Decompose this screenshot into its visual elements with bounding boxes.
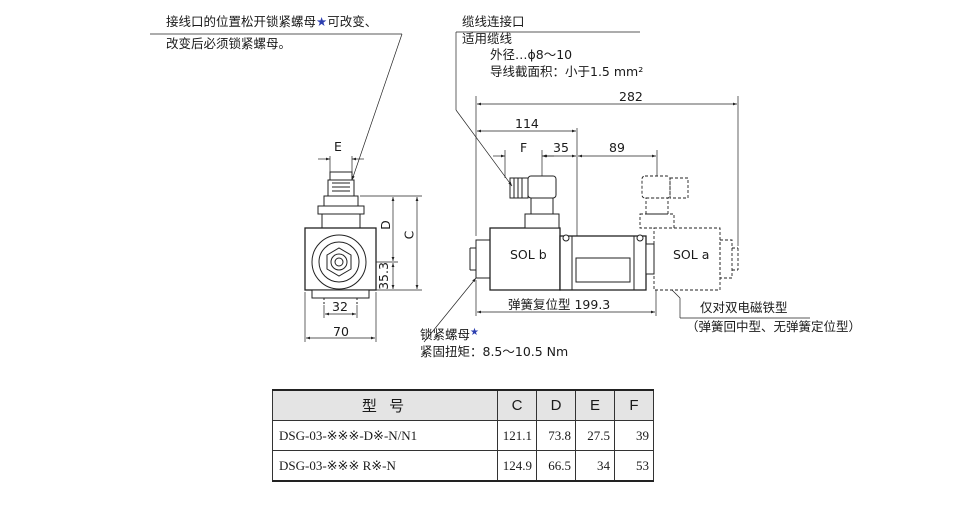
model-dimension-table: 型 号 C D E F DSG-03-※※※-D※-N/N1 121.1 73.… bbox=[272, 389, 654, 482]
cable-port-applicable: 适用缆线 bbox=[462, 31, 513, 46]
model-cell: DSG-03-※※※ R※-N bbox=[272, 450, 498, 482]
lock-nut-label-text: 锁紧螺母 bbox=[420, 327, 471, 342]
dim-114: 114 bbox=[515, 116, 539, 131]
dim-35: 35 bbox=[553, 140, 569, 155]
dim-c: C bbox=[401, 230, 417, 240]
dim-32: 32 bbox=[332, 299, 348, 314]
cable-port-area: 导线截面积：小于1.5 mm² bbox=[490, 64, 644, 79]
value-c: 124.9 bbox=[497, 450, 537, 482]
dim-70: 70 bbox=[333, 324, 349, 339]
star-icon: ★ bbox=[470, 327, 479, 338]
star-icon: ★ bbox=[316, 14, 328, 29]
header-model: 型 号 bbox=[272, 389, 498, 421]
header-e: E bbox=[575, 389, 615, 421]
value-f: 39 bbox=[614, 420, 654, 451]
side-view bbox=[304, 156, 422, 342]
header-f: F bbox=[614, 389, 654, 421]
value-d: 73.8 bbox=[536, 420, 576, 451]
dim-f: F bbox=[520, 140, 528, 155]
lock-nut-note-line1: 接线口的位置松开锁紧螺母 bbox=[166, 14, 317, 29]
lock-nut-label: 锁紧螺母★ bbox=[420, 325, 479, 342]
dim-d: D bbox=[377, 220, 393, 230]
cable-port-od: 外径…ϕ8～10 bbox=[490, 47, 573, 62]
lock-nut-note-tail: 可改变、 bbox=[327, 14, 378, 29]
dim-282: 282 bbox=[619, 89, 643, 104]
lock-nut-note: 接线口的位置松开锁紧螺母★可改变、 bbox=[166, 14, 377, 29]
dim-89: 89 bbox=[609, 140, 625, 155]
cable-port-title: 缆线连接口 bbox=[462, 14, 525, 29]
dim-199-3: 弹簧复位型 199.3 bbox=[508, 297, 611, 312]
value-f: 53 bbox=[614, 450, 654, 482]
double-solenoid-label: 仅对双电磁铁型 bbox=[700, 300, 788, 315]
value-d: 66.5 bbox=[536, 450, 576, 482]
dim-35-3: 35.3 bbox=[375, 262, 391, 290]
header-c: C bbox=[497, 389, 537, 421]
table-row: DSG-03-※※※ R※-N 124.9 66.5 34 53 bbox=[272, 450, 654, 482]
front-view bbox=[423, 31, 810, 343]
model-cell: DSG-03-※※※-D※-N/N1 bbox=[272, 420, 498, 451]
double-solenoid-types: （弹簧回中型、无弹簧定位型） bbox=[686, 319, 862, 334]
table-row: DSG-03-※※※-D※-N/N1 121.1 73.8 27.5 39 bbox=[272, 420, 654, 451]
sol-b-label: SOL b bbox=[510, 247, 547, 262]
value-e: 27.5 bbox=[575, 420, 615, 451]
value-c: 121.1 bbox=[497, 420, 537, 451]
lock-nut-note-line2: 改变后必须锁紧螺母。 bbox=[166, 36, 292, 51]
header-d: D bbox=[536, 389, 576, 421]
sol-a-label: SOL a bbox=[673, 247, 710, 262]
table-header-row: 型 号 C D E F bbox=[272, 389, 654, 421]
value-e: 34 bbox=[575, 450, 615, 482]
torque-label: 紧固扭矩：8.5～10.5 Nm bbox=[420, 344, 569, 359]
dim-e: E bbox=[334, 139, 342, 154]
